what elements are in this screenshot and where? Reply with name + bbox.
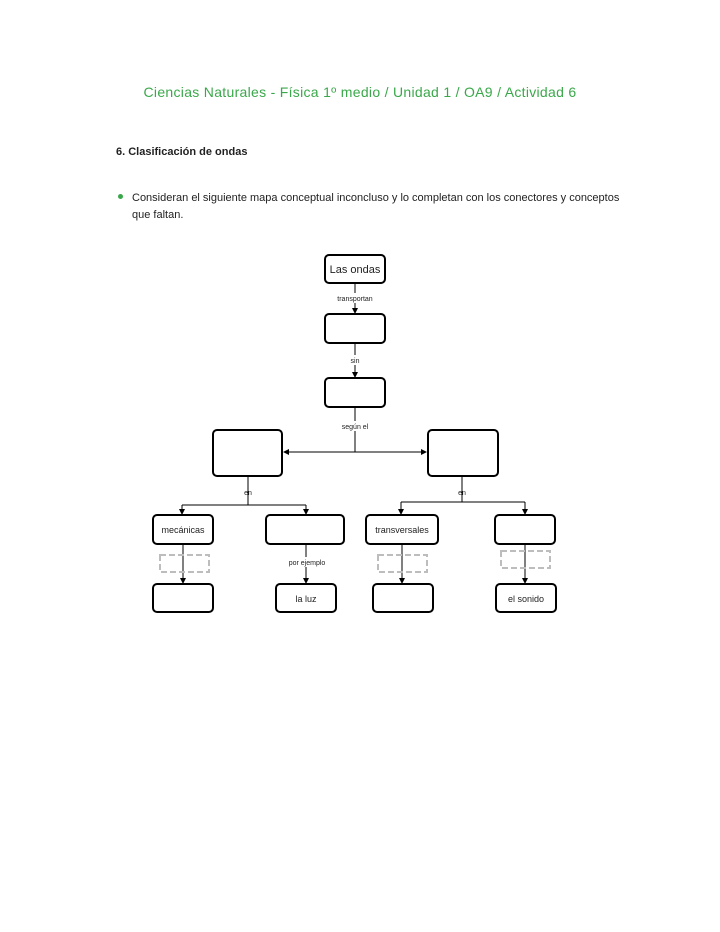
connector-por-ejemplo: por ejemplo [289, 560, 326, 567]
node-sonido [495, 583, 557, 613]
connector-blank-2[interactable] [377, 554, 428, 573]
connector-segun-el: según el [342, 424, 369, 431]
label-bg [338, 421, 372, 431]
label-bg [347, 355, 363, 365]
connector-sin: sin [351, 358, 360, 365]
node-blank-2[interactable] [324, 377, 386, 408]
node-root-label: Las ondas [330, 264, 381, 276]
label-bg [333, 293, 377, 303]
node-luz-label: la luz [295, 594, 317, 604]
page-header: Ciencias Naturales - Física 1º medio / U… [143, 84, 577, 100]
node-blank-left[interactable] [212, 429, 283, 477]
section-title: 6. Clasificación de ondas [116, 146, 248, 158]
label-bg [286, 557, 328, 567]
node-transversales [365, 514, 439, 545]
connector-en-left: en [244, 490, 252, 497]
node-blank-1[interactable] [324, 313, 386, 344]
node-mecanicas-label: mecánicas [161, 525, 205, 535]
connector-transportan: transportan [337, 296, 373, 303]
node-root [324, 254, 386, 284]
node-blank-e[interactable] [152, 583, 214, 613]
node-blank-d[interactable] [494, 514, 556, 545]
node-blank-right[interactable] [427, 429, 499, 477]
node-mecanicas [152, 514, 214, 545]
node-luz [275, 583, 337, 613]
connector-blank-3[interactable] [500, 550, 551, 569]
connector-blank-1[interactable] [159, 554, 210, 573]
node-blank-f[interactable] [372, 583, 434, 613]
connector-en-right: en [458, 490, 466, 497]
instruction-text: Consideran el siguiente mapa conceptual … [132, 192, 620, 221]
node-sonido-label: el sonido [508, 594, 544, 604]
node-transversales-label: transversales [375, 525, 429, 535]
bullet-icon [118, 194, 123, 199]
node-blank-b[interactable] [265, 514, 345, 545]
instruction-item: Consideran el siguiente mapa conceptual … [118, 190, 628, 224]
